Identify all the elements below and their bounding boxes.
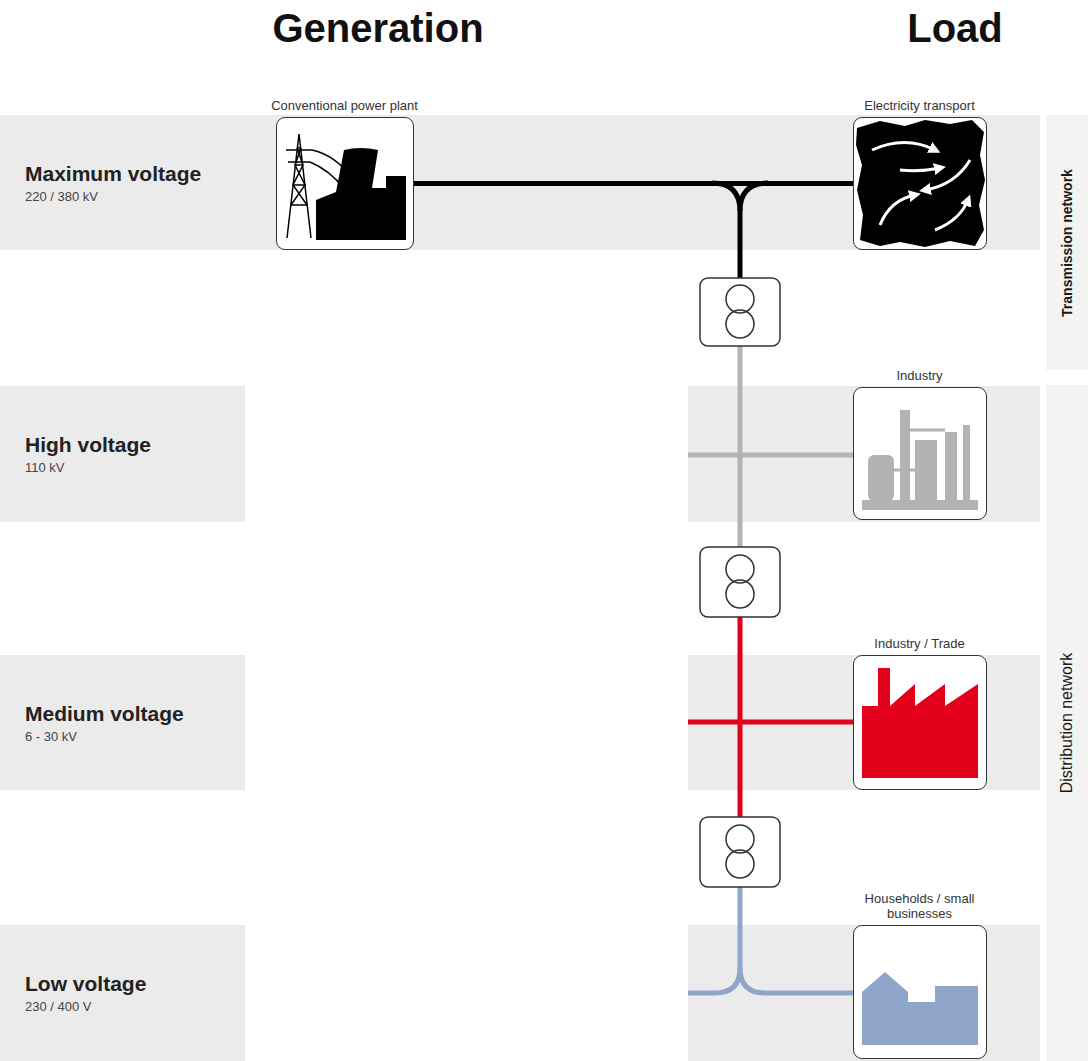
transport-map-icon-part-part [935, 200, 968, 230]
industry-icon-part [894, 430, 945, 470]
industry-icon-part [862, 500, 978, 510]
band-text-group: Maximum voltage 220 / 380 kV [25, 162, 201, 204]
industry-icon-part [900, 410, 910, 502]
transport-map-icon-part-part [872, 143, 935, 151]
icon-caption: Conventional power plant [235, 98, 455, 114]
transformer-symbol-part [726, 310, 754, 338]
voltage-level-name: Maximum voltage [25, 162, 201, 186]
voltage-band: Maximum voltage 220 / 380 kV Conventional … [0, 115, 1040, 250]
icon-box: Industry [853, 387, 987, 520]
transformer-symbol-part [726, 555, 754, 583]
band-text-group: Medium voltage 6 - 30 kV [25, 702, 184, 744]
network-label: Distribution network [1058, 653, 1076, 794]
network-bracket: Transmission network [1046, 115, 1088, 370]
medium-voltage-wire [738, 617, 743, 817]
voltage-band: Medium voltage 6 - 30 kV [0, 655, 245, 790]
voltage-value: 220 / 380 kV [25, 189, 201, 204]
transport-map-icon [856, 120, 985, 247]
pylon-part [291, 148, 307, 205]
transformer-symbol [700, 547, 780, 617]
pylon-part [291, 148, 307, 205]
transformer-symbol-part [726, 285, 754, 313]
transformer-symbol [700, 278, 780, 346]
band-right-part [688, 925, 1040, 1061]
low-voltage-wire [740, 968, 853, 993]
icon-box: Households / small businesses [853, 925, 987, 1059]
transformer-symbol-part [726, 825, 754, 853]
transformer-symbol [700, 817, 780, 887]
high-voltage-wire [688, 453, 853, 458]
power-plant-icon [286, 134, 406, 240]
low-voltage-wire [688, 887, 740, 993]
transformer-symbol-part [726, 580, 754, 608]
transport-map-icon-part-part [900, 168, 940, 171]
voltage-level-name: Medium voltage [25, 702, 184, 726]
voltage-value: 6 - 30 kV [25, 729, 184, 744]
power-line [414, 181, 853, 186]
voltage-band: Low voltage 230 / 400 V [0, 925, 245, 1061]
transport-map-icon-part [872, 143, 970, 231]
transport-map-icon-part-part [925, 160, 970, 190]
pylon-part [287, 134, 311, 238]
network-bracket: Distribution network [1046, 385, 1088, 1061]
column-header: Load [907, 6, 1003, 51]
transformer-symbol-part [726, 850, 754, 878]
pylon-part [310, 150, 352, 190]
transformer-symbol-part [700, 278, 780, 346]
column-header: Generation [272, 6, 483, 51]
industry-icon [862, 410, 978, 510]
busbar-wires [688, 183, 853, 993]
band-text-group: Low voltage 230 / 400 V [25, 972, 146, 1014]
max-voltage-wire [712, 183, 740, 278]
industry-icon-part [915, 440, 937, 502]
voltage-value: 110 kV [25, 460, 151, 475]
voltage-level-name: Low voltage [25, 972, 146, 996]
icon-box: Industry / Trade [853, 655, 987, 790]
icon-caption: Electricity transport [820, 98, 1020, 114]
house-icon [862, 972, 978, 1045]
transport-map-icon-part [856, 120, 985, 247]
plant-building [316, 148, 406, 240]
icon-box: Conventional power plant [276, 117, 414, 250]
icon-caption: Industry [820, 368, 1020, 384]
voltage-band: High voltage 110 kV [0, 386, 245, 522]
industry-icon-part [963, 425, 970, 502]
industry-icon-part [868, 455, 894, 501]
transformer-symbol-part [700, 547, 780, 617]
medium-voltage-wire [688, 720, 853, 725]
icon-caption: Households / small businesses [850, 891, 990, 922]
transformer-symbol-part [700, 817, 780, 887]
transport-map-icon-part-part [880, 195, 915, 225]
band-text-group: High voltage 110 kV [25, 433, 151, 475]
icon-caption: Industry / Trade [820, 636, 1020, 652]
voltage-level-name: High voltage [25, 433, 151, 457]
voltage-value: 230 / 400 V [25, 999, 146, 1014]
icon-box: Electricity transport [853, 117, 987, 250]
band-right-part [688, 655, 1040, 790]
factory-icon [862, 668, 978, 778]
band-right-part [688, 386, 1040, 522]
high-voltage-wire [738, 346, 743, 547]
network-label: Transmission network [1059, 169, 1075, 317]
industry-icon-part [945, 432, 957, 502]
pylon-part [286, 150, 312, 162]
pylon [286, 134, 352, 238]
max-voltage-wire [740, 183, 768, 211]
